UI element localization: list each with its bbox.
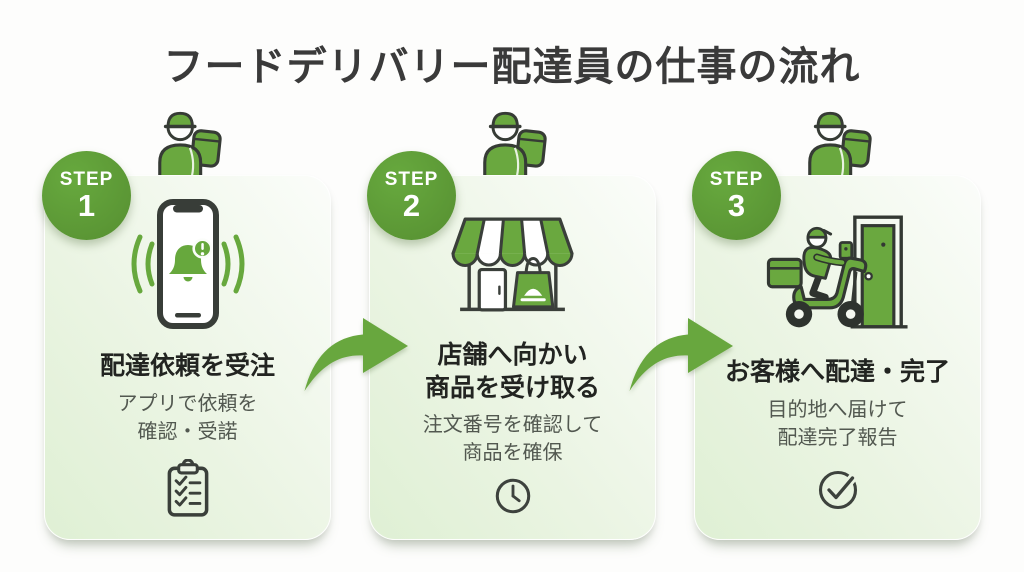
step-badge-label: STEP xyxy=(59,168,114,190)
step-card-2: 店舗へ向かい 商品を受け取る 注文番号を確認して 商品を確保 xyxy=(369,175,656,540)
checklist-clipboard-icon xyxy=(167,458,208,517)
step-subtitle: 目的地へ届けて 配達完了報告 xyxy=(767,398,908,449)
arrow-right-icon xyxy=(629,318,733,391)
step-card-3: お客様へ配達・完了 目的地へ届けて 配達完了報告 xyxy=(694,175,981,540)
step-badge-2: STEP 2 xyxy=(367,151,456,240)
step-badge-label: STEP xyxy=(709,168,764,190)
scooter-delivery-icon xyxy=(766,215,908,329)
step-badge-3: STEP 3 xyxy=(692,151,781,240)
step-subtitle: 注文番号を確認して 商品を確保 xyxy=(422,414,603,464)
step-badge-number: 1 xyxy=(77,187,96,223)
step-title: 店舗へ向かい 商品を受け取る xyxy=(424,341,600,402)
step-badge-number: 3 xyxy=(727,187,746,223)
check-circle-icon xyxy=(818,470,857,509)
step-title: 配達依頼を受注 xyxy=(99,352,275,380)
step-title: お客様へ配達・完了 xyxy=(724,358,950,386)
delivery-person-icon xyxy=(808,111,872,181)
storefront-icon xyxy=(451,217,574,312)
step-subtitle: アプリで依頼を 確認・受諾 xyxy=(117,392,258,443)
delivery-person-icon xyxy=(483,111,547,181)
page-title: フードデリバリー配達員の仕事の流れ xyxy=(163,45,861,89)
phone-notification-icon xyxy=(131,199,244,329)
arrow-right-icon xyxy=(304,318,408,391)
step-badge-number: 2 xyxy=(402,187,421,223)
step-badge-1: STEP 1 xyxy=(42,151,131,240)
clock-icon xyxy=(495,478,530,514)
delivery-person-icon xyxy=(158,111,222,181)
step-badge-label: STEP xyxy=(384,168,439,190)
